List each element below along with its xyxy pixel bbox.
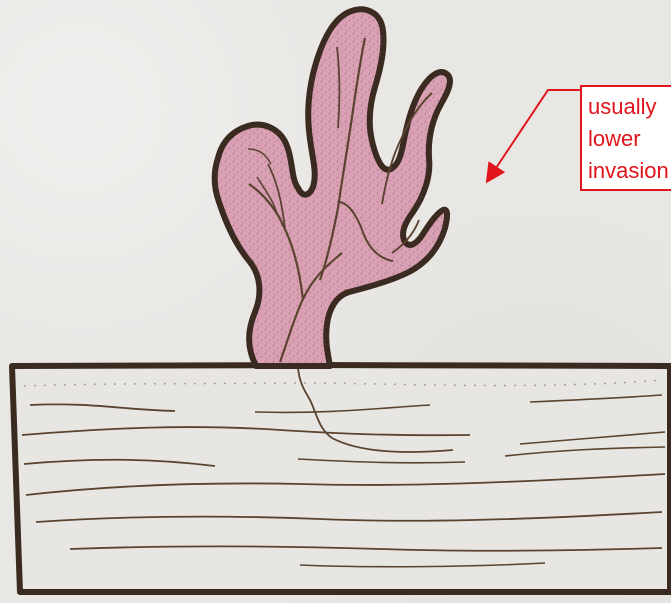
annotation-line-1: usually — [588, 91, 671, 123]
annotation-leader — [488, 90, 580, 180]
papillary-growth — [215, 9, 450, 366]
stroma-base-block — [12, 365, 670, 592]
annotation-line-3: invasion — [588, 155, 671, 187]
annotation-callout: usually lower invasion — [580, 85, 671, 191]
annotation-line-2: lower — [588, 123, 671, 155]
